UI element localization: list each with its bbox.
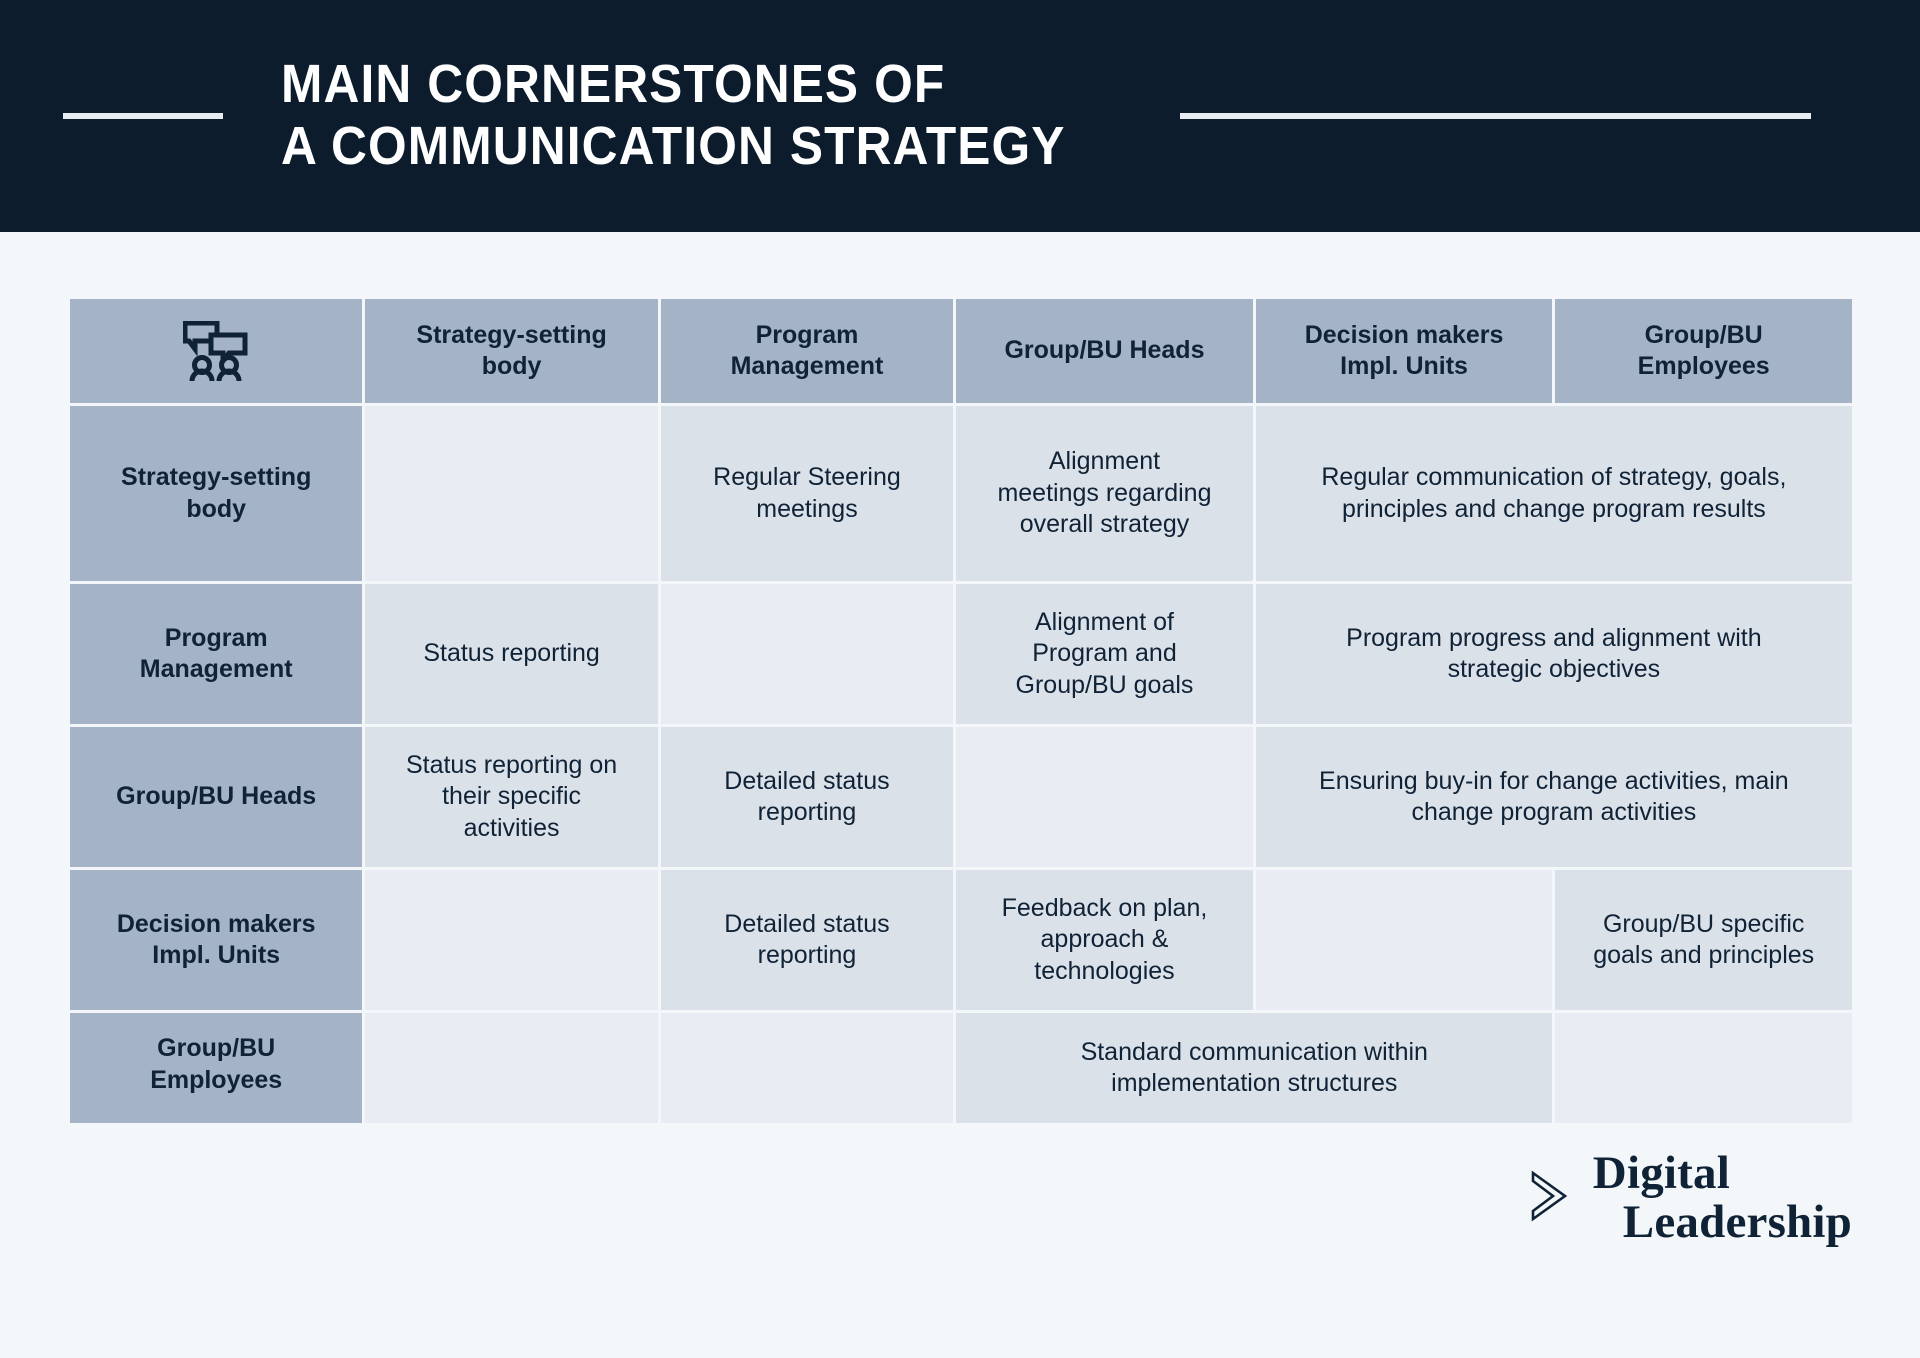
communication-matrix: Strategy-setting body Program Management… (67, 296, 1855, 1126)
cell-r1-c1 (365, 406, 658, 581)
brand-logo-line2: Leadership (1622, 1196, 1852, 1249)
cell-r4-c2: Detailed status reporting (660, 870, 954, 1010)
table-row: Strategy-setting body Regular Steering m… (70, 406, 1852, 581)
col-header-group-bu-heads: Group/BU Heads (956, 299, 1253, 403)
row-header-decision-makers: Decision makers Impl. Units (70, 870, 363, 1010)
cell-r5-c1 (365, 1013, 658, 1123)
row-header-program-management: Program Management (70, 584, 363, 724)
cell-r2-c1: Status reporting (365, 584, 658, 724)
col-header-program-management: Program Management (660, 299, 954, 403)
row-header-group-bu-heads: Group/BU Heads (70, 727, 363, 867)
cell-r4-c4 (1255, 870, 1553, 1010)
brand-logo-line1: Digital (1592, 1147, 1730, 1200)
cell-r5-c3-c4: Standard communication within implementa… (956, 1013, 1553, 1123)
matrix-header-row: Strategy-setting body Program Management… (70, 299, 1852, 403)
header-band: MAIN CORNERSTONES OF A COMMUNICATION STR… (0, 0, 1920, 232)
cell-r3-c4-c5: Ensuring buy-in for change activities, m… (1255, 727, 1852, 867)
brand-logo: Digital Leadership (1529, 1101, 1852, 1297)
cell-r4-c5: Group/BU specific goals and principles (1555, 870, 1852, 1010)
brand-logo-text: Digital Leadership (1593, 1101, 1852, 1297)
cell-r1-c2: Regular Steering meetings (660, 406, 954, 581)
cell-r1-c3: Alignment meetings regarding overall str… (956, 406, 1253, 581)
cell-r1-c4-c5: Regular communication of strategy, goals… (1255, 406, 1852, 581)
header-rule-right (1179, 113, 1811, 119)
cell-r3-c3 (956, 727, 1253, 867)
row-header-strategy-setting-body: Strategy-setting body (70, 406, 363, 581)
cell-r2-c2 (660, 584, 954, 724)
col-header-decision-makers: Decision makers Impl. Units (1255, 299, 1553, 403)
row-header-group-bu-employees: Group/BU Employees (70, 1013, 363, 1123)
cell-r4-c3: Feedback on plan, approach & technologie… (956, 870, 1253, 1010)
matrix-corner-cell (70, 299, 363, 403)
cell-r2-c4-c5: Program progress and alignment with stra… (1255, 584, 1852, 724)
col-header-strategy-setting-body: Strategy-setting body (365, 299, 658, 403)
col-header-group-bu-employees: Group/BU Employees (1555, 299, 1852, 403)
chevron-right-outline-icon (1529, 1170, 1571, 1227)
matrix-table: Strategy-setting body Program Management… (67, 296, 1855, 1126)
table-row: Group/BU Employees Standard communicatio… (70, 1013, 1852, 1123)
chat-people-icon (182, 320, 249, 382)
header-rule-left (63, 113, 223, 119)
table-row: Group/BU Heads Status reporting on their… (70, 727, 1852, 867)
cell-r3-c1: Status reporting on their specific activ… (365, 727, 658, 867)
cell-r2-c3: Alignment of Program and Group/BU goals (956, 584, 1253, 724)
cell-r3-c2: Detailed status reporting (660, 727, 954, 867)
cell-r4-c1 (365, 870, 658, 1010)
page-title: MAIN CORNERSTONES OF A COMMUNICATION STR… (281, 54, 1066, 176)
cell-r5-c2 (660, 1013, 954, 1123)
table-row: Program Management Status reporting Alig… (70, 584, 1852, 724)
cell-r5-c5 (1555, 1013, 1852, 1123)
table-row: Decision makers Impl. Units Detailed sta… (70, 870, 1852, 1010)
